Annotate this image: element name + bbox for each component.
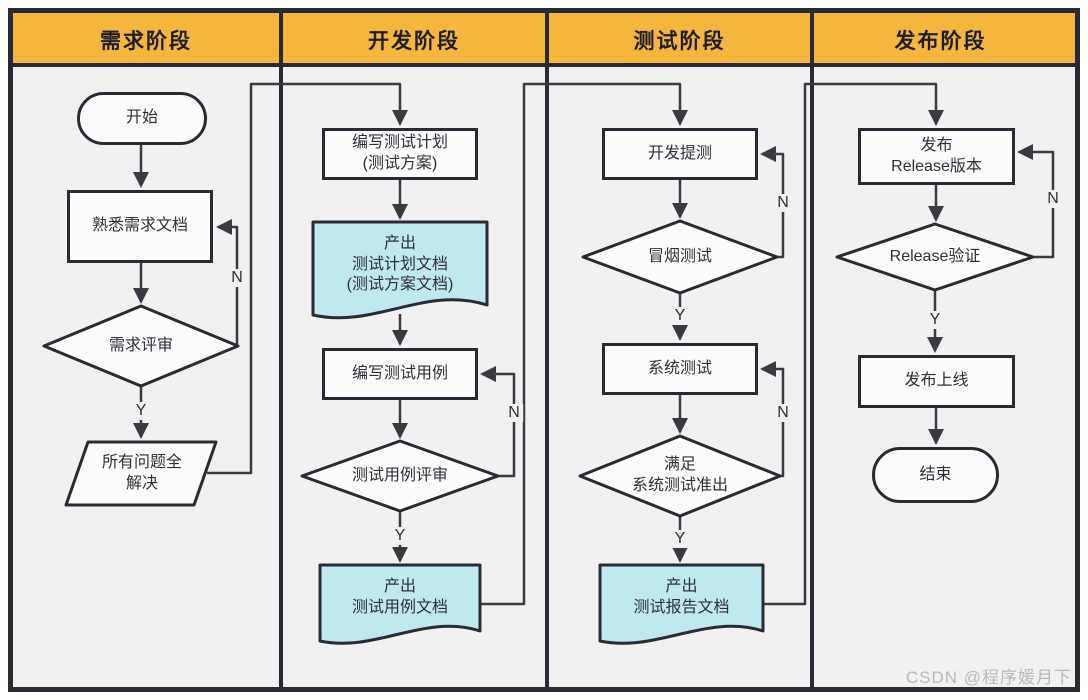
branch-label-no-case-review: N [505,404,523,422]
node-write-test-cases: 编写测试用例 [322,348,478,400]
connector-casereview-no-loop [480,366,516,478]
diamond-exit-criteria-shape [578,434,782,518]
connector-phase2-to-phase3 [480,82,688,606]
connector-phase3-to-phase4 [763,82,944,606]
parallelogram-issues-resolved-shape [64,440,218,507]
diamond-case-review-shape [300,439,500,513]
node-write-test-plan: 编写测试计划 (测试方案) [322,128,478,180]
phase-header-release: 发布阶段 [894,30,987,53]
branch-label-no-exit: N [774,404,792,422]
branch-label-yes-smoke: Y [671,307,689,325]
document-test-case-shape [318,563,482,645]
node-go-live: 发布上线 [858,355,1015,408]
phase-header-band [13,13,1075,67]
phase-header-testing: 测试阶段 [633,30,726,53]
csdn-watermark: CSDN @程序媛月下 [905,668,1072,687]
connector-exit-no-loop [760,361,785,478]
column-divider-2 [545,13,549,687]
diamond-release-verify-shape [835,222,1035,292]
column-divider-3 [810,13,814,687]
diamond-req-review-shape [42,304,240,388]
branch-label-no-smoke: N [774,194,792,212]
column-divider-1 [279,13,283,687]
branch-label-yes-case-review: Y [391,527,409,545]
node-system-test: 系统测试 [602,343,758,395]
branch-label-no-req-review: N [228,269,246,287]
document-test-report-shape [598,563,765,645]
branch-label-yes-req-review: Y [132,402,150,420]
phase-header-requirements: 需求阶段 [100,30,192,53]
phase-header-development: 开发阶段 [368,30,460,53]
branch-label-yes-exit: Y [671,530,689,548]
connector-review-no-loop [216,219,239,346]
node-release-version: 发布 Release版本 [858,128,1015,185]
branch-label-no-verify: N [1044,190,1062,208]
node-start: 开始 [77,92,207,145]
branch-label-yes-verify: Y [926,311,944,329]
node-study-req-doc: 熟悉需求文档 [67,190,213,263]
node-end: 结束 [872,447,999,503]
diamond-smoke-test-shape [581,219,779,295]
connector-phase1-to-phase2 [207,82,408,475]
node-dev-submit: 开发提测 [602,128,758,180]
document-test-plan-shape [311,220,489,320]
